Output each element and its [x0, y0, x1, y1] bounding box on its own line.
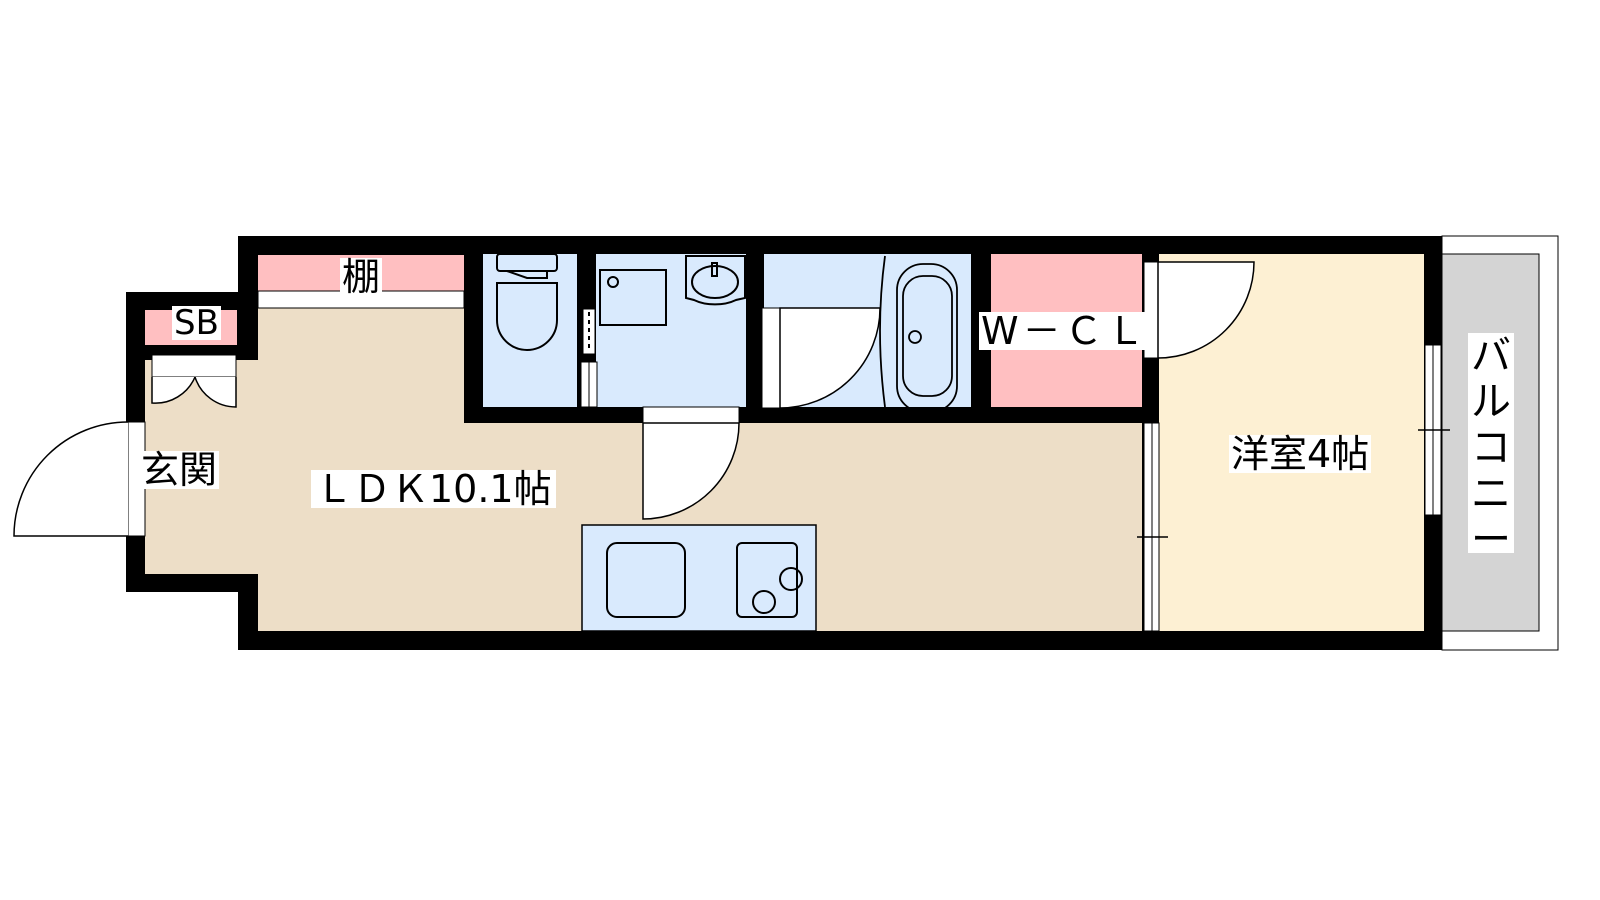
- ldk-label: ＬＤＫ10.1帖: [311, 470, 556, 508]
- western-room-label: 洋室4帖: [1229, 432, 1372, 476]
- shoe-box-label: SB: [172, 303, 221, 343]
- balcony-char: ニ: [1471, 471, 1511, 517]
- balcony-char: コ: [1471, 425, 1511, 471]
- entrance-door-swing: [13, 421, 129, 537]
- doors: [13, 261, 1450, 632]
- gas-stove-icon: [736, 542, 803, 618]
- balcony-char: ー: [1471, 517, 1511, 563]
- balcony-label: バ ル コ ニ ー: [1468, 333, 1514, 563]
- toilet-room: [483, 254, 577, 407]
- bathtub-icon: [879, 255, 958, 413]
- washing-machine-pan-icon: [599, 269, 667, 326]
- balcony-char: バ: [1471, 333, 1511, 379]
- kitchen-counter: [581, 524, 817, 632]
- washbasin-icon: [685, 255, 746, 306]
- toilet-icon: [496, 253, 558, 351]
- walk-in-closet-label: W－ＣＬ: [979, 309, 1151, 353]
- kitchen-sink-icon: [606, 542, 686, 618]
- shelf-label: 棚: [340, 255, 383, 299]
- washroom: [596, 254, 746, 407]
- entrance-label: 玄関: [139, 448, 220, 492]
- balcony-char: ル: [1471, 379, 1511, 425]
